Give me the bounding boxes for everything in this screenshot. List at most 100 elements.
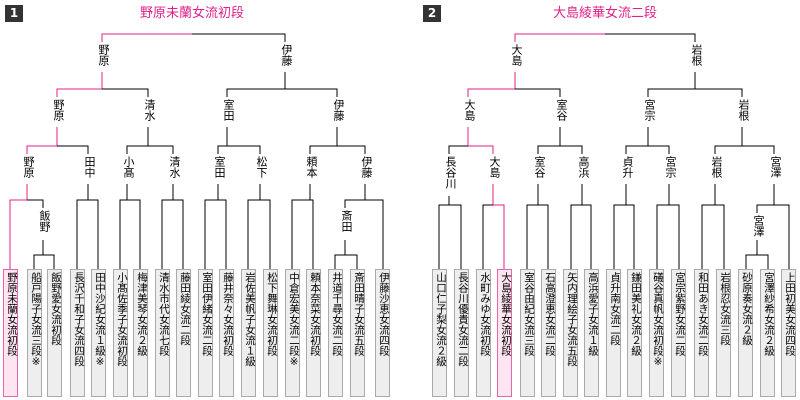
player-name: 船戸陽子女流三段※ (30, 272, 42, 368)
player-box: 鎌田美礼女流２級 (627, 269, 642, 397)
bracket-1-lines (9, 33, 384, 270)
player-box: 室谷由紀女流三段 (520, 269, 535, 397)
player-name: 礒谷真帆女流初段※ (652, 272, 664, 368)
b2-quarter-name: 室谷 (531, 156, 546, 178)
player-name: 砂原奏女流２級 (741, 272, 753, 346)
b1-semi-name: 室田 (220, 99, 235, 121)
b2-q4-lines (714, 127, 775, 154)
player-box: 田中沙紀女流１級※ (91, 269, 106, 397)
player-name: 宮宗紫野女流二段 (674, 272, 686, 356)
player-box: 船戸陽子女流三段※ (27, 269, 42, 397)
player-name: 岩佐美帆子女流１級 (244, 272, 256, 367)
player-name: 伊藤沙恵女流四段 (378, 272, 390, 356)
b1-final-win-line (101, 33, 192, 42)
b2-quarter-name: 宮澤 (767, 156, 782, 178)
b2-final-lose-line (605, 33, 696, 42)
b1-quarter-name: 野原 (20, 156, 35, 178)
b2-final-name: 岩根 (688, 44, 703, 66)
player-box: 藤田綾女流二段 (176, 269, 191, 397)
player-box: 岩佐美帆子女流１級 (241, 269, 256, 397)
b1-quarter-name: 田中 (81, 156, 96, 178)
b1-q1-lose-line (57, 145, 89, 154)
player-name: 小髙佐季子女流初段 (116, 272, 128, 367)
player-box: 清水市代女流七段 (155, 269, 170, 397)
b1-r1-saida-lines (334, 240, 358, 270)
player-box: 伊藤沙恵女流四段 (375, 269, 390, 397)
b1-r16-6-lines (247, 184, 271, 270)
player-name: 和田あき女流二段 (697, 272, 709, 356)
b1-semi-name: 清水 (141, 99, 156, 121)
b2-quarter-name: 長谷川 (442, 156, 457, 189)
player-name: 田中沙紀女流１級※ (94, 272, 106, 368)
b1-r16-4-lines (161, 184, 184, 270)
player-name: 藤井奈々女流初段 (222, 272, 234, 356)
player-box: 小髙佐季子女流初段 (113, 269, 128, 397)
b2-q3-lines (625, 127, 670, 154)
player-box: 長沢千和子女流四段 (70, 269, 85, 397)
b1-r16-1-win-line (9, 184, 28, 270)
player-name: 野原未蘭女流初段 (6, 272, 18, 356)
b1-semi-name: 野原 (50, 99, 65, 121)
player-box: 藤井奈々女流初段 (219, 269, 234, 397)
player-name: 矢内理絵子女流五段 (566, 272, 578, 367)
player-box: 和田あき女流二段 (694, 269, 709, 397)
b1-quarter-name: 松下 (253, 156, 268, 178)
b2-semi1-lose-line (515, 88, 561, 97)
b1-semi-name: 伊藤 (330, 99, 345, 121)
b1-final-lose-line (192, 33, 286, 42)
player-box: 頼本奈菜女流初段 (306, 269, 321, 397)
b1-q2-lines (126, 127, 174, 154)
b1-semi1-lose-line (102, 88, 149, 97)
player-box: 水町みゆ女流初段 (476, 269, 491, 397)
bracket-2-champion-title: 大島綾華女流二段 (552, 6, 657, 21)
player-box: 貞升南女流二段 (606, 269, 621, 397)
b2-r16-5-lines (613, 184, 635, 270)
player-name: 飯野愛女流初段 (50, 272, 62, 346)
player-name: 上田初美女流四段 (784, 272, 796, 356)
player-box: 中倉宏美女流二段※ (285, 269, 300, 397)
player-name: 藤田綾女流二段 (179, 272, 191, 346)
b2-r1-miyazawa-lines (745, 240, 769, 270)
player-name: 貞升南女流二段 (609, 272, 621, 346)
player-name: 石高澄恵女流二段 (544, 272, 556, 356)
b2-quarter-name: 大島 (486, 156, 501, 178)
player-name: 水町みゆ女流初段 (479, 272, 491, 356)
b1-first-round-name: 飯野 (36, 210, 51, 232)
b2-r16-8-lines (756, 184, 790, 270)
b2-r16-2-lose-line (482, 204, 493, 270)
bracket-2-lines (438, 33, 790, 270)
player-name: 鎌田美礼女流２級 (630, 272, 642, 356)
b1-quarter-name: 室田 (211, 156, 226, 178)
player-box: 長谷川優貴女流二段 (454, 269, 469, 397)
player-box: 石高澄恵女流二段 (541, 269, 556, 397)
player-box: 礒谷真帆女流初段※ (649, 269, 664, 397)
b2-q1-win-line (467, 127, 494, 154)
b1-r1-iino-lines (33, 240, 55, 270)
b1-quarter-name: 伊藤 (358, 156, 373, 178)
b1-q3-lines (217, 127, 261, 154)
b1-first-round-name: 斎田 (338, 210, 353, 232)
b2-semi-name: 室谷 (553, 99, 568, 121)
b1-final-name: 野原 (95, 44, 110, 66)
b2-r16-2-win-line (492, 184, 505, 270)
b1-r16-7-lines (291, 184, 314, 270)
b2-r16-7-lines (701, 184, 725, 270)
player-name: 長谷川優貴女流二段 (457, 272, 469, 367)
player-box-winner: 野原未蘭女流初段 (3, 269, 18, 397)
player-name: 斎田晴子女流五段 (353, 272, 365, 356)
b1-r16-3-lines (119, 184, 141, 270)
b1-q1-win-line (26, 127, 58, 154)
player-box: 松下舞琳女流初段 (263, 269, 278, 397)
player-box: 高浜愛子女流１級 (584, 269, 599, 397)
player-name: 室谷由紀女流三段 (523, 272, 535, 356)
player-box-winner: 大島綾華女流初段 (497, 269, 512, 397)
b1-quarter-name: 小髙 (120, 156, 135, 178)
player-box: 井道千尋女流二段 (328, 269, 343, 397)
player-name: 中倉宏美女流二段※ (288, 272, 300, 368)
b1-quarter-name: 頼本 (303, 156, 318, 178)
player-box: 宮澤紗希女流２級 (760, 269, 775, 397)
b2-semi-name: 岩根 (735, 99, 750, 121)
b2-quarter-name: 貞升 (619, 156, 634, 178)
player-box: 砂原奏女流２級 (738, 269, 753, 397)
b1-r16-8-lines (344, 184, 384, 270)
